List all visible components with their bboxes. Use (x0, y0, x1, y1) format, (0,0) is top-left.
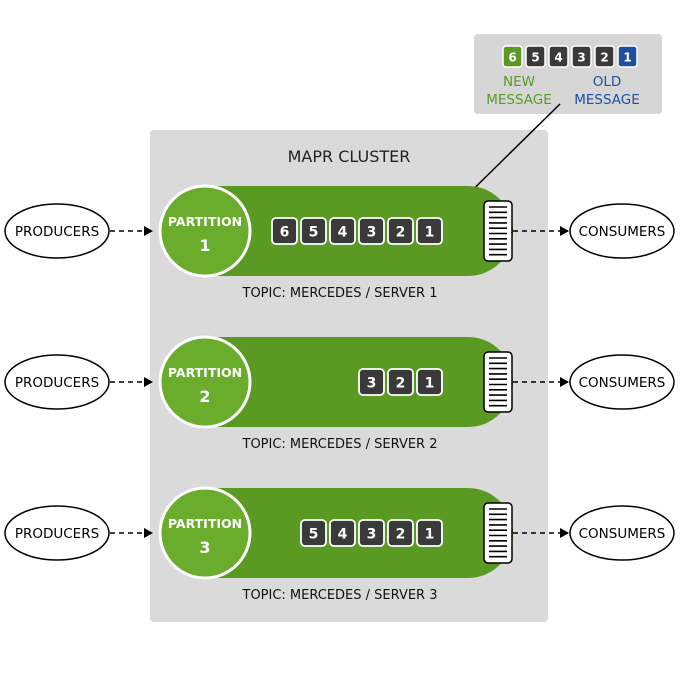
message-box: 3 (358, 217, 385, 245)
partition-label: PARTITION (168, 516, 242, 531)
consumers-label: CONSUMERS (579, 526, 666, 542)
message-label: 2 (396, 376, 406, 392)
message-label: 4 (338, 527, 348, 543)
message-box: 3 (358, 368, 385, 396)
partition-circle (158, 184, 252, 278)
legend-box: 4 (548, 45, 569, 68)
message-box: 4 (329, 519, 356, 547)
message-box: 2 (387, 217, 414, 245)
legend-box: 5 (525, 45, 546, 68)
consumers-node (569, 354, 675, 410)
legend-old-line1: OLD (593, 74, 622, 90)
message-box: 2 (387, 368, 414, 396)
legend-box-label: 4 (554, 51, 562, 65)
legend-box-label: 3 (577, 51, 585, 65)
producers-node (4, 505, 110, 561)
legend-panel: 6 5 4 3 2 1 NEW MESSAGE OLD MESSAGE (474, 34, 662, 114)
partition-label: PARTITION (168, 365, 242, 380)
legend-box-label: 1 (623, 51, 631, 65)
message-label: 3 (367, 225, 377, 241)
message-box: 6 (271, 217, 298, 245)
legend-box: 3 (571, 45, 592, 68)
legend-box: 6 (502, 45, 523, 68)
partition-row-3: PRODUCERS PARTITION 3 5 4 3 2 1 CONSUMERS TOPIC: … (4, 486, 675, 603)
cluster-title: MAPR CLUSTER (288, 147, 411, 166)
legend-box: 1 (617, 45, 638, 68)
consumers-label: CONSUMERS (579, 224, 666, 240)
legend-new-line1: NEW (503, 74, 535, 90)
message-label: 3 (367, 527, 377, 543)
consumers-label: CONSUMERS (579, 375, 666, 391)
legend-box-label: 2 (600, 51, 608, 65)
producers-label: PRODUCERS (15, 375, 99, 391)
message-box: 3 (358, 519, 385, 547)
message-label: 1 (425, 376, 435, 392)
producers-node (4, 203, 110, 259)
message-box: 5 (300, 519, 327, 547)
consumers-node (569, 203, 675, 259)
legend-old-line2: MESSAGE (574, 92, 640, 108)
message-label: 5 (309, 225, 319, 241)
producers-label: PRODUCERS (15, 526, 99, 542)
consumer-buffer (483, 351, 513, 413)
partition-number: 1 (199, 236, 210, 255)
producers-node (4, 354, 110, 410)
topic-label: TOPIC: MERCEDES / SERVER 3 (242, 588, 438, 603)
partition-number: 3 (199, 538, 210, 557)
consumer-buffer (483, 200, 513, 262)
message-label: 5 (309, 527, 319, 543)
topic-label: TOPIC: MERCEDES / SERVER 1 (242, 286, 438, 301)
message-box: 5 (300, 217, 327, 245)
legend-box-label: 5 (531, 51, 539, 65)
legend-new-line2: MESSAGE (486, 92, 552, 108)
message-label: 3 (367, 376, 377, 392)
legend-message-boxes: 6 5 4 3 2 1 (502, 45, 638, 68)
message-label: 2 (396, 527, 406, 543)
message-box: 1 (416, 519, 443, 547)
legend-box-label: 6 (508, 51, 516, 65)
partition-label: PARTITION (168, 214, 242, 229)
topic-label: TOPIC: MERCEDES / SERVER 2 (242, 437, 438, 452)
message-box: 4 (329, 217, 356, 245)
message-box: 1 (416, 217, 443, 245)
partition-row-1: PRODUCERS PARTITION 1 6 5 4 3 2 1 CONSUMERS TOPIC:… (4, 184, 675, 301)
consumer-buffer (483, 502, 513, 564)
message-label: 2 (396, 225, 406, 241)
partition-number: 2 (199, 387, 210, 406)
legend-box: 2 (594, 45, 615, 68)
consumers-node (569, 505, 675, 561)
message-box: 1 (416, 368, 443, 396)
producers-label: PRODUCERS (15, 224, 99, 240)
message-label: 4 (338, 225, 348, 241)
message-label: 1 (425, 225, 435, 241)
partition-circle (158, 486, 252, 580)
message-label: 6 (280, 225, 290, 241)
message-label: 1 (425, 527, 435, 543)
partition-circle (158, 335, 252, 429)
partition-row-2: PRODUCERS PARTITION 2 3 2 1 CONSUMERS TOPIC: ME… (4, 335, 675, 452)
message-box: 2 (387, 519, 414, 547)
